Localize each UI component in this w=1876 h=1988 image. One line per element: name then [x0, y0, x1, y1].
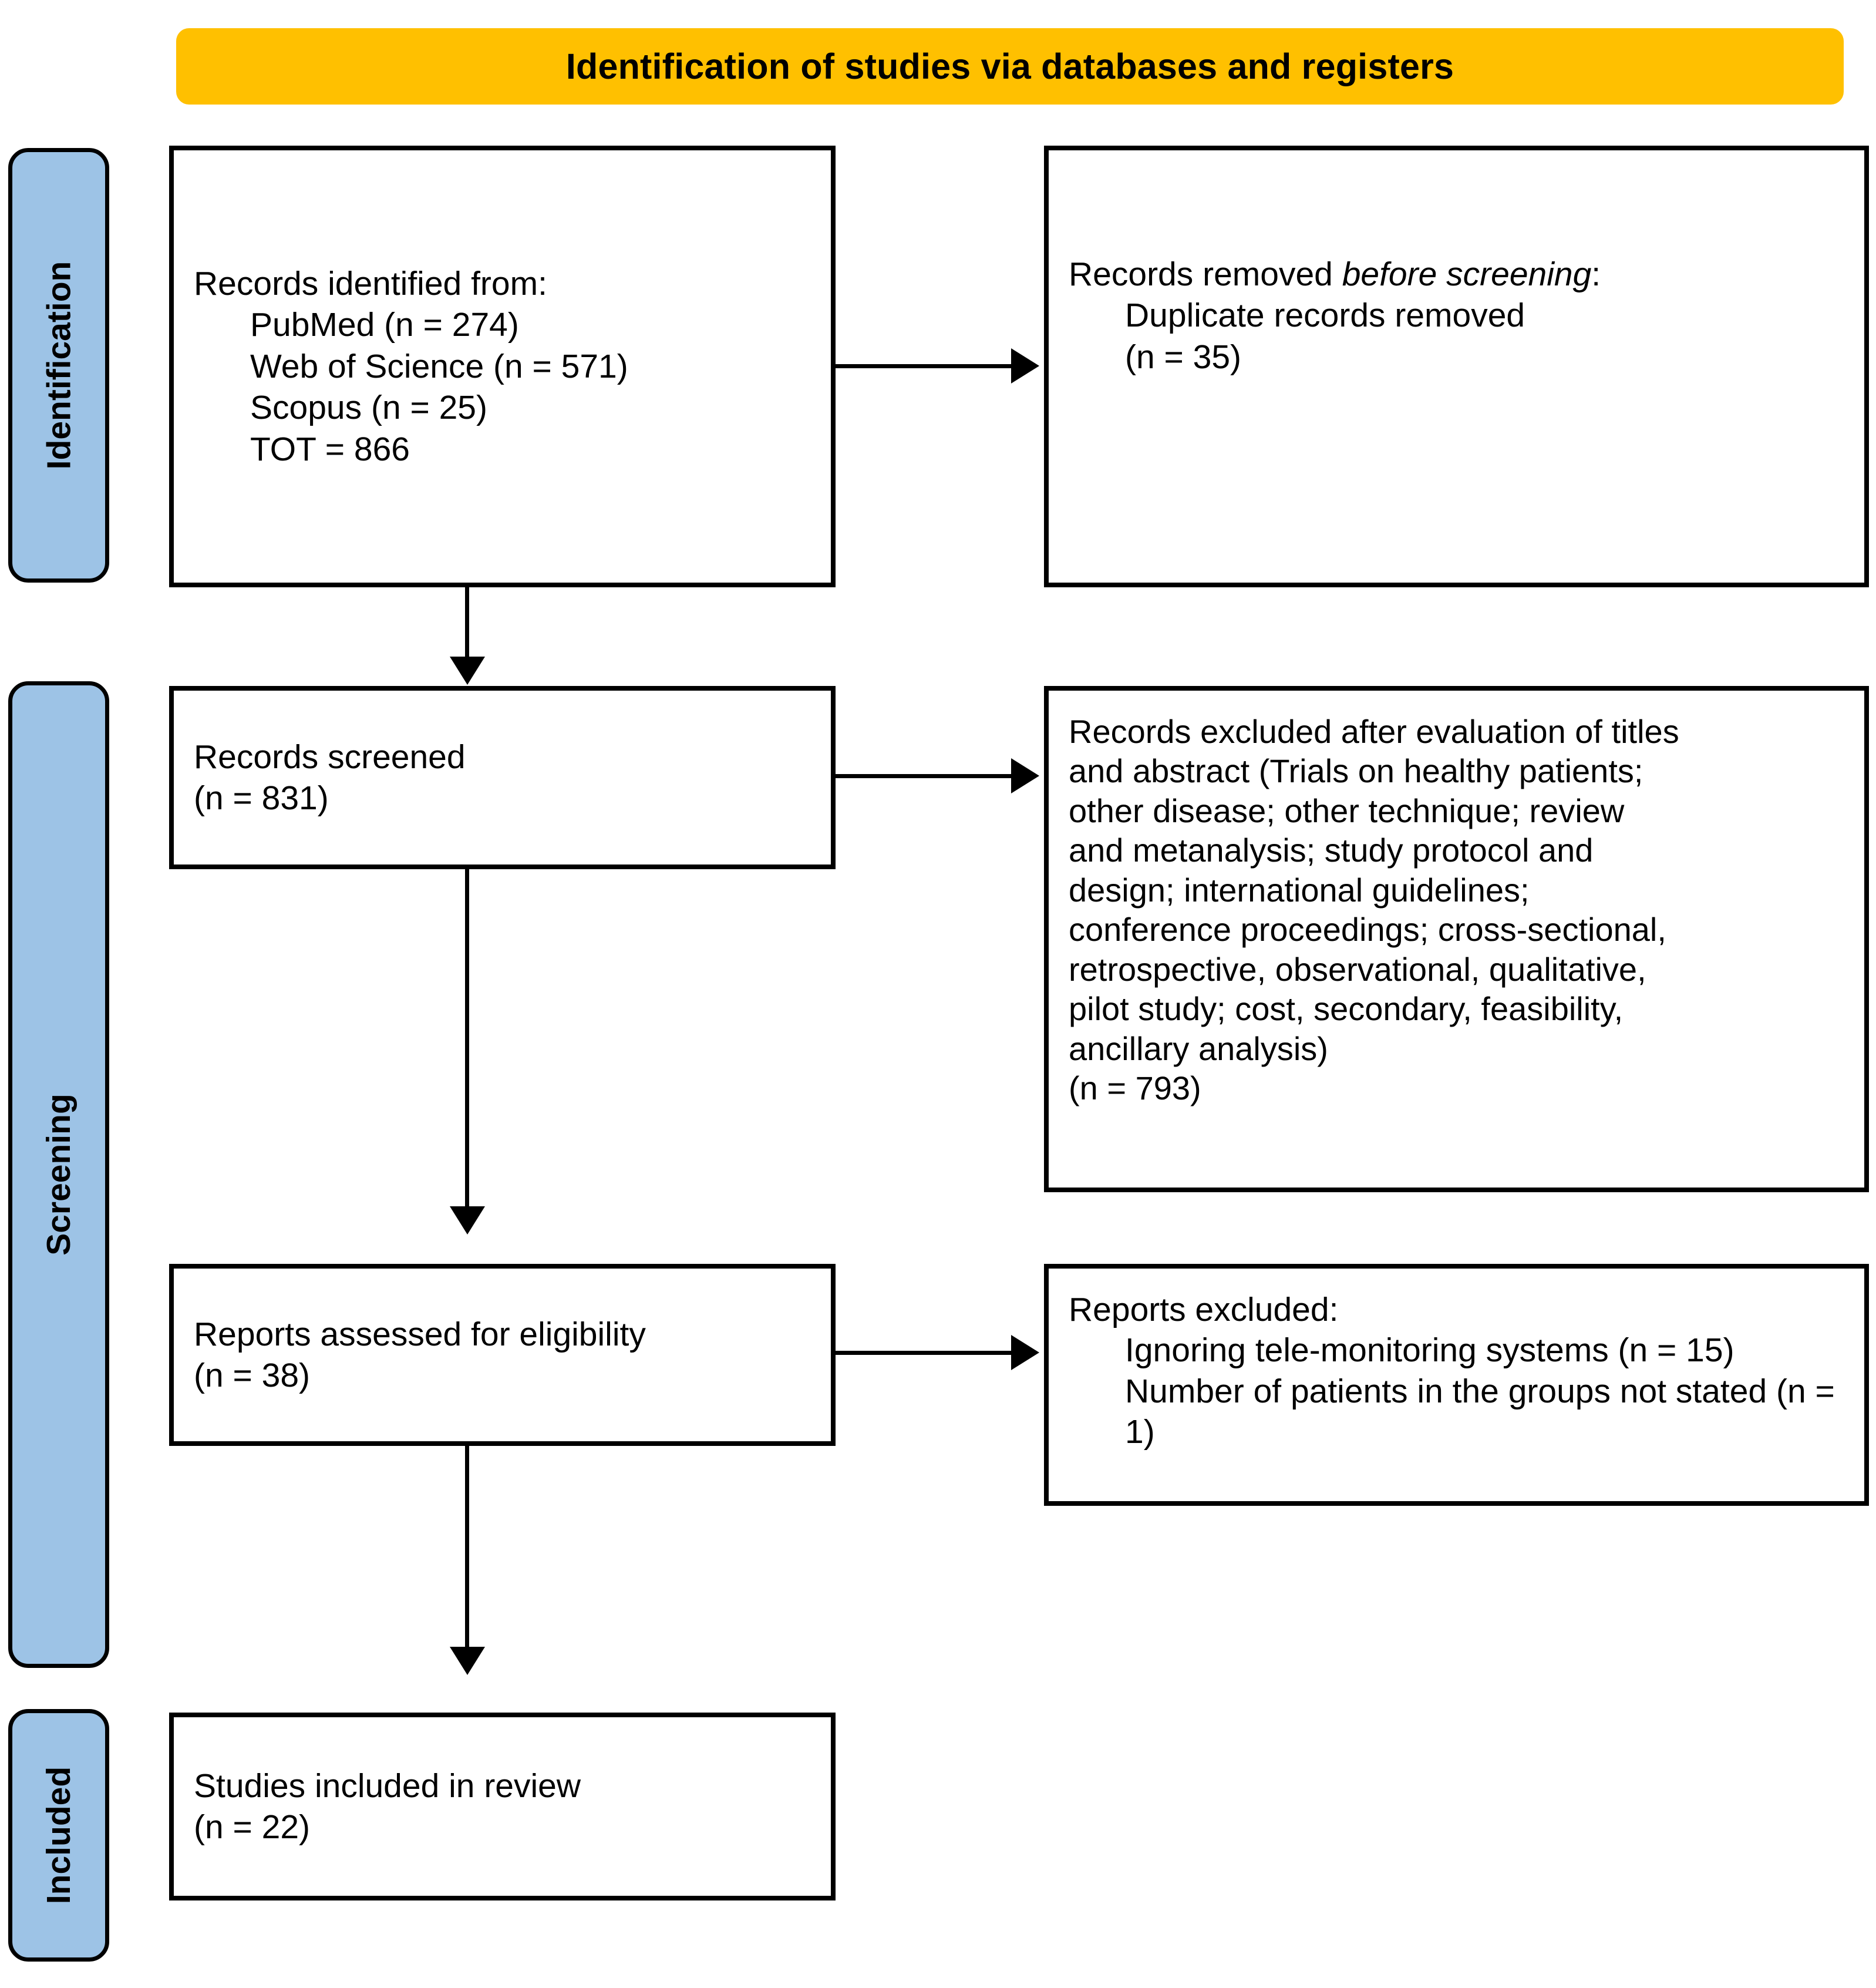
connector-line: [465, 869, 469, 1209]
box-reports-excluded-content: Reports excluded: Ignoring tele-monitori…: [1049, 1269, 1864, 1452]
box-records-screened-content: Records screened (n = 831): [174, 736, 831, 819]
records-excluded-line-2: and abstract (Trials on healthy patients…: [1069, 752, 1643, 790]
records-excluded-line-1: Records excluded after evaluation of tit…: [1069, 713, 1679, 750]
arrow-head-down-icon: [450, 1647, 485, 1675]
arrow-head-right-icon: [1011, 348, 1039, 384]
reports-excluded-item-1: Ignoring tele-monitoring systems (n = 15…: [1125, 1331, 1734, 1370]
records-removed-title-suffix: :: [1591, 255, 1601, 293]
diagram-header-banner: Identification of studies via databases …: [176, 28, 1844, 105]
records-removed-title-prefix: Records removed: [1069, 255, 1342, 293]
box-studies-included-content: Studies included in review (n = 22): [174, 1765, 831, 1848]
reports-assessed-count: (n = 38): [194, 1357, 311, 1394]
reports-excluded-item-2: Number of patients in the groups not sta…: [1125, 1372, 1844, 1451]
records-excluded-line-7: retrospective, observational, qualitativ…: [1069, 950, 1646, 988]
phase-label-identification: Identification: [8, 148, 109, 583]
phase-label-included-text: Included: [40, 1766, 78, 1905]
records-excluded-line-9: ancillary analysis): [1069, 1030, 1328, 1067]
arrow-head-down-icon: [450, 657, 485, 685]
box-records-excluded: Records excluded after evaluation of tit…: [1044, 686, 1869, 1192]
studies-included-count: (n = 22): [194, 1808, 311, 1846]
records-removed-duplicates: Duplicate records removed: [1125, 297, 1525, 335]
reports-assessed-label: Reports assessed for eligibility: [194, 1315, 646, 1353]
arrow-head-down-icon: [450, 1206, 485, 1234]
phase-label-screening-text: Screening: [40, 1094, 78, 1256]
records-excluded-line-5: design; international guidelines;: [1069, 871, 1530, 909]
phase-label-included: Included: [8, 1709, 109, 1962]
records-excluded-count: (n = 793): [1069, 1069, 1201, 1107]
records-removed-title-italic: before screening: [1342, 255, 1592, 293]
records-identified-total: TOT = 866: [250, 430, 410, 468]
box-reports-assessed-content: Reports assessed for eligibility (n = 38…: [174, 1314, 831, 1397]
arrow-head-right-icon: [1011, 758, 1039, 793]
records-identified-title: Records identified from:: [194, 265, 547, 303]
connector-line: [465, 1446, 469, 1649]
arrow-head-right-icon: [1011, 1335, 1039, 1370]
box-records-identified-content: Records identified from: PubMed (n = 274…: [174, 263, 831, 470]
records-removed-count: (n = 35): [1125, 338, 1242, 376]
phase-label-screening: Screening: [8, 681, 109, 1668]
records-screened-label: Records screened: [194, 738, 466, 776]
connector-line: [836, 1351, 1016, 1355]
box-records-screened: Records screened (n = 831): [169, 686, 836, 869]
box-studies-included: Studies included in review (n = 22): [169, 1713, 836, 1900]
records-identified-source-scopus: Scopus (n = 25): [250, 389, 487, 427]
records-excluded-line-6: conference proceedings; cross-sectional,: [1069, 911, 1666, 948]
box-records-removed-content: Records removed before screening: Duplic…: [1049, 150, 1864, 378]
connector-line: [836, 774, 1016, 778]
records-screened-count: (n = 831): [194, 779, 329, 817]
reports-excluded-title: Reports excluded:: [1069, 1291, 1339, 1328]
connector-line: [465, 587, 469, 659]
box-reports-excluded: Reports excluded: Ignoring tele-monitori…: [1044, 1264, 1869, 1506]
box-reports-assessed: Reports assessed for eligibility (n = 38…: [169, 1264, 836, 1446]
records-excluded-line-3: other disease; other technique; review: [1069, 792, 1625, 829]
box-records-excluded-content: Records excluded after evaluation of tit…: [1049, 691, 1864, 1108]
records-identified-source-pubmed: PubMed (n = 274): [250, 306, 519, 344]
records-excluded-line-4: and metanalysis; study protocol and: [1069, 832, 1594, 869]
records-removed-title: Records removed before screening:: [1069, 254, 1844, 295]
box-records-removed: Records removed before screening: Duplic…: [1044, 146, 1869, 587]
connector-line: [836, 364, 1016, 368]
studies-included-label: Studies included in review: [194, 1767, 581, 1805]
diagram-title: Identification of studies via databases …: [565, 46, 1454, 86]
phase-label-identification-text: Identification: [40, 261, 78, 470]
records-identified-source-wos: Web of Science (n = 571): [250, 347, 628, 385]
box-records-identified: Records identified from: PubMed (n = 274…: [169, 146, 836, 587]
records-excluded-line-8: pilot study; cost, secondary, feasibilit…: [1069, 990, 1624, 1028]
